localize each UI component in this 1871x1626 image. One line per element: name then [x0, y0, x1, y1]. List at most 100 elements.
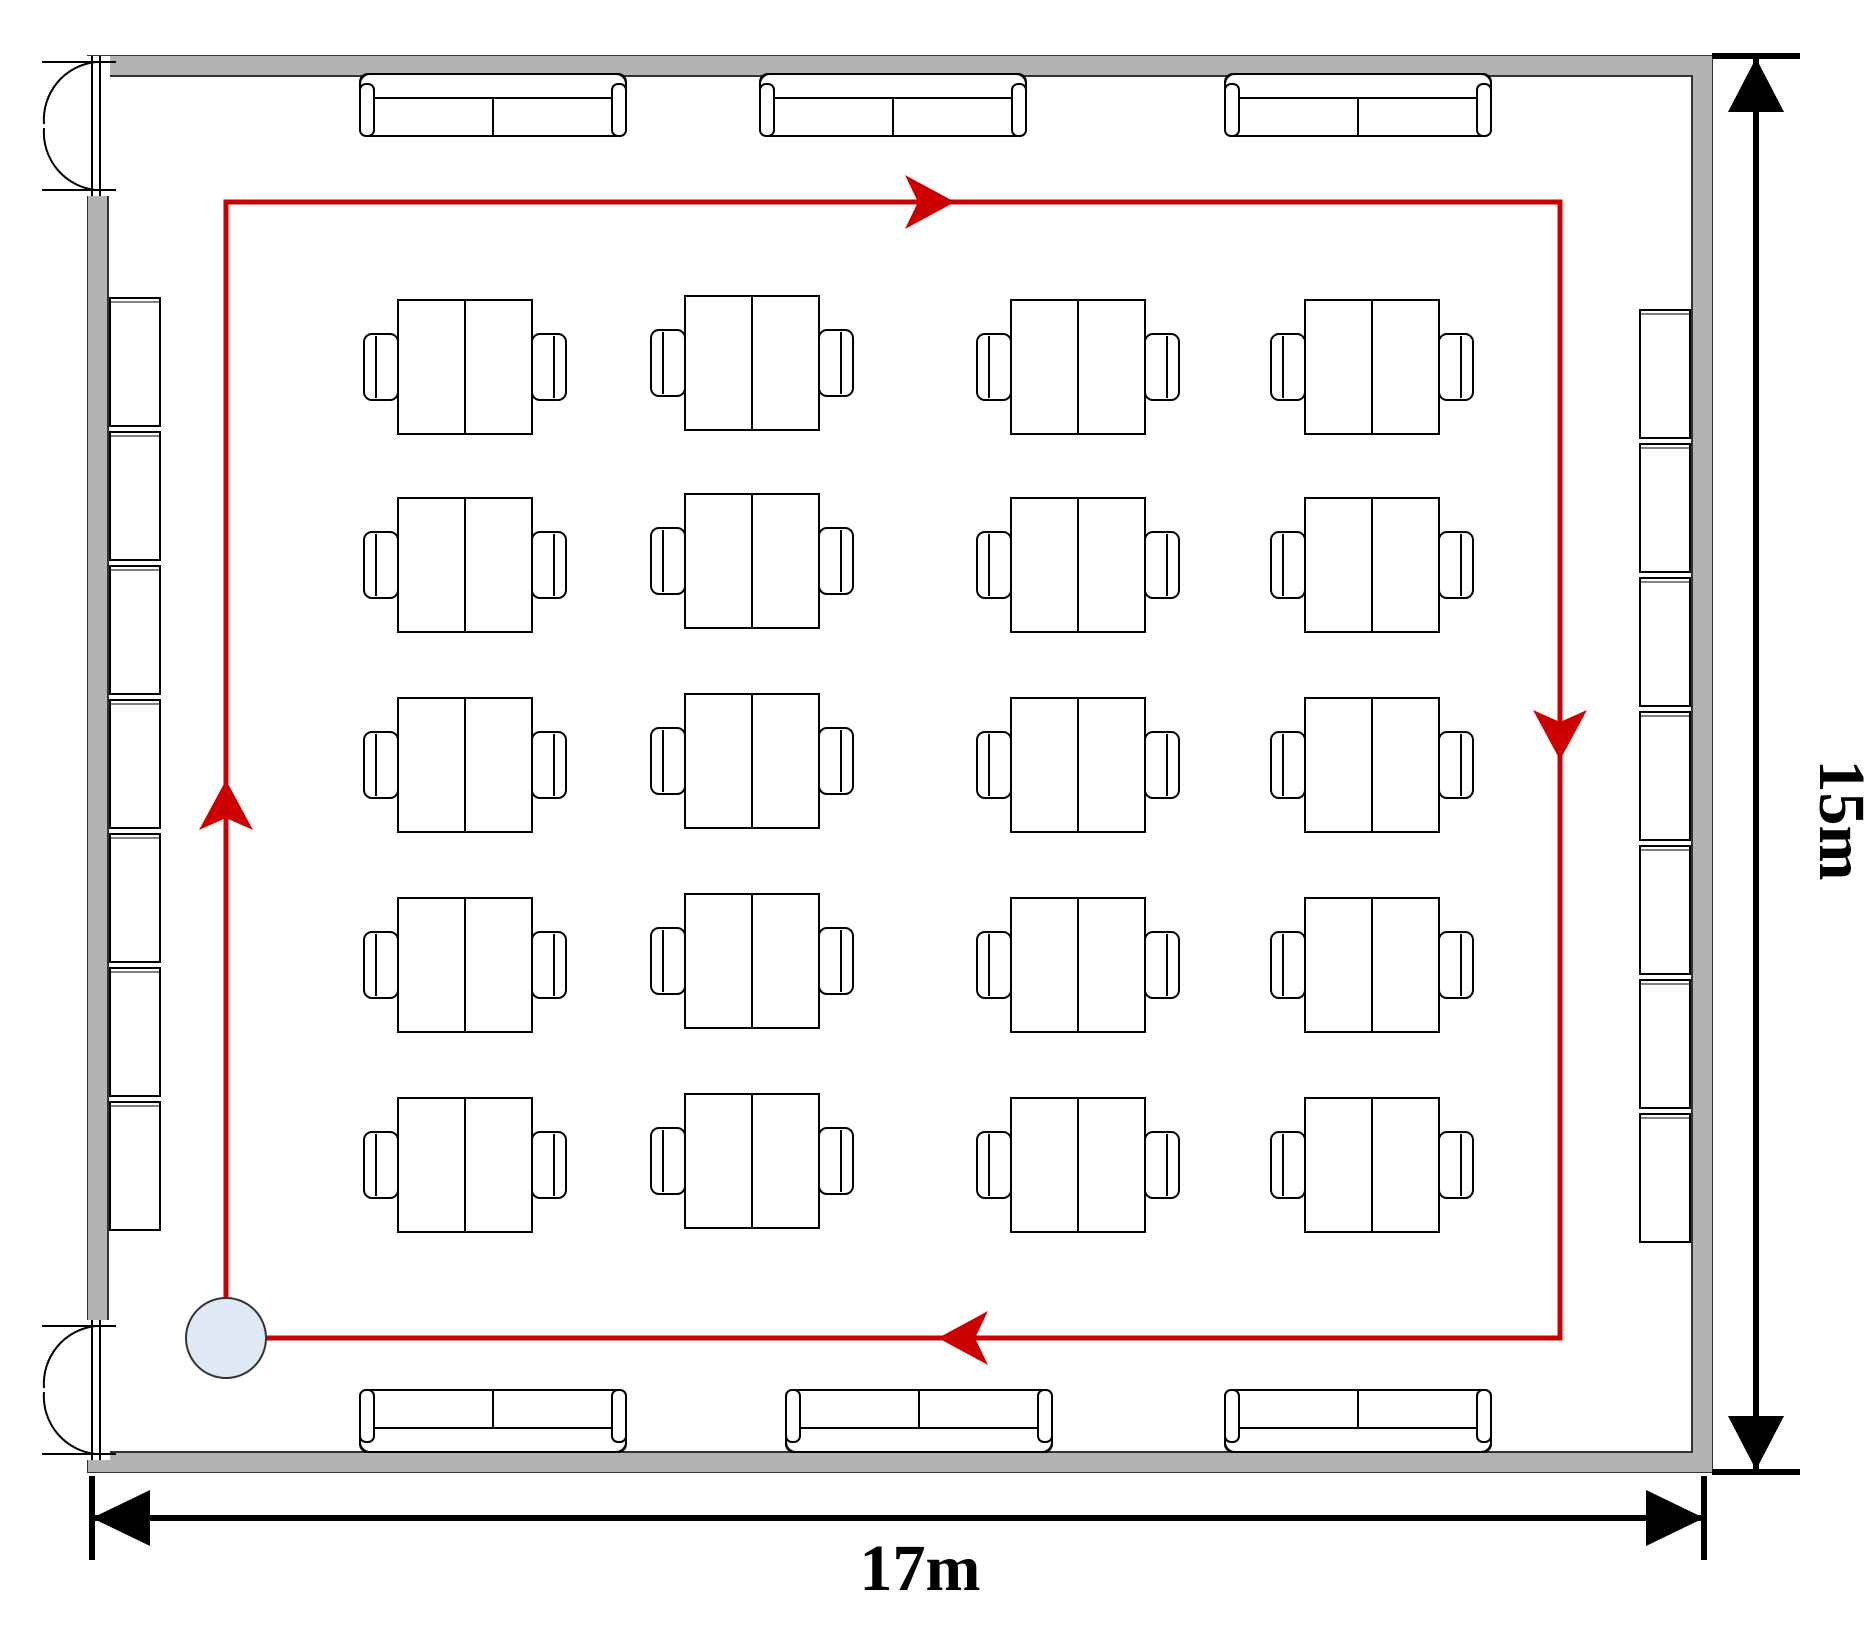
chair [818, 329, 854, 397]
sofa [359, 1389, 627, 1453]
tables-grid [363, 295, 1474, 1233]
chair [1144, 333, 1180, 401]
wall-panel [109, 431, 161, 561]
wall-panel [1639, 577, 1691, 707]
table-set [976, 299, 1180, 435]
table-set [363, 1097, 567, 1233]
table-set [650, 693, 854, 829]
robot-start-point [185, 1297, 267, 1379]
table-set [976, 497, 1180, 633]
table-set [976, 1097, 1180, 1233]
table-set [650, 295, 854, 431]
wall-fill-bottom [88, 1452, 1712, 1472]
table-set [1270, 697, 1474, 833]
wall-panel [1639, 443, 1691, 573]
wall-panel [109, 297, 161, 427]
chair [531, 931, 567, 999]
route-arrow-bottom [938, 1311, 988, 1365]
chair [363, 731, 399, 799]
width-label: 17m [860, 1532, 981, 1605]
table-set [1270, 1097, 1474, 1233]
chair [363, 531, 399, 599]
wall-fill-right [1692, 56, 1712, 1472]
wall-panel [1639, 979, 1691, 1109]
chair [1270, 1131, 1306, 1199]
chair [1144, 931, 1180, 999]
chair [650, 1127, 686, 1195]
chair [531, 333, 567, 401]
chair [1270, 333, 1306, 401]
route-arrow-top [905, 175, 955, 229]
table-set [363, 299, 567, 435]
chair [976, 731, 1012, 799]
wall-panel [109, 1101, 161, 1231]
chair [650, 329, 686, 397]
chair [976, 931, 1012, 999]
wall-panel [109, 565, 161, 695]
door [42, 1320, 116, 1460]
chair [1438, 931, 1474, 999]
table-set [976, 897, 1180, 1033]
route-arrow-right [1533, 710, 1587, 760]
chair [363, 931, 399, 999]
wall-panel [109, 833, 161, 963]
sofas [359, 73, 1492, 1453]
doors [42, 56, 116, 1460]
height-label: 15m [1805, 760, 1871, 881]
chair [531, 731, 567, 799]
table-set [363, 697, 567, 833]
robot-route [185, 175, 1587, 1379]
chair [1438, 1131, 1474, 1199]
chair [1144, 531, 1180, 599]
chair [363, 1131, 399, 1199]
sofa [1224, 1389, 1492, 1453]
wall-panel [1639, 309, 1691, 439]
wall-fill-left [88, 56, 108, 1472]
chair [1270, 931, 1306, 999]
table-set [976, 697, 1180, 833]
chair [1144, 1131, 1180, 1199]
wall-panel [1639, 1113, 1691, 1243]
table-set [363, 497, 567, 633]
left-wall-panels [109, 297, 161, 1231]
chair [363, 333, 399, 401]
chair [976, 333, 1012, 401]
sofa [359, 73, 627, 137]
chair [976, 1131, 1012, 1199]
dimension-width: 17m [89, 1476, 1707, 1605]
wall-panel [109, 699, 161, 829]
chair [818, 1127, 854, 1195]
table-set [650, 893, 854, 1029]
table-set [363, 897, 567, 1033]
wall-fill-top [88, 56, 1712, 76]
chair [1144, 731, 1180, 799]
chair [650, 527, 686, 595]
wall-panel [1639, 711, 1691, 841]
route-arrow-left [199, 780, 253, 830]
sofa [785, 1389, 1053, 1453]
chair [818, 527, 854, 595]
right-wall-panels [1639, 309, 1691, 1243]
door [42, 56, 116, 196]
table-set [1270, 299, 1474, 435]
chair [1438, 531, 1474, 599]
wall-panel [109, 967, 161, 1097]
chair [650, 927, 686, 995]
chair [1438, 333, 1474, 401]
chair [818, 927, 854, 995]
sofa [1224, 73, 1492, 137]
chair [650, 727, 686, 795]
chair [976, 531, 1012, 599]
table-set [1270, 497, 1474, 633]
chair [1270, 531, 1306, 599]
table-set [650, 1093, 854, 1229]
table-set [1270, 897, 1474, 1033]
wall-panel [1639, 845, 1691, 975]
sofa [759, 73, 1027, 137]
chair [1270, 731, 1306, 799]
chair [531, 1131, 567, 1199]
chair [531, 531, 567, 599]
chair [1438, 731, 1474, 799]
table-set [650, 493, 854, 629]
